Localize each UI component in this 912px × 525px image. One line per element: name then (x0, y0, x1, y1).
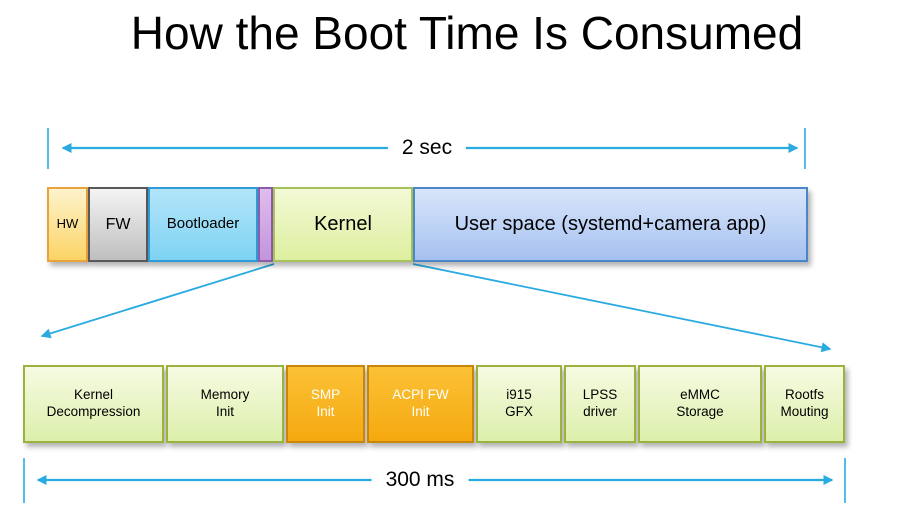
segment-acpi-fw-init: ACPI FW Init (367, 365, 474, 443)
segment-label: Kernel Decompression (46, 387, 141, 419)
segment-kernel: Kernel (273, 187, 413, 262)
boot-phases-bar: HW FW Bootloader Kernel User space (syst… (47, 187, 808, 262)
segment-label: Bootloader (166, 215, 240, 233)
segment-fw: FW (88, 187, 148, 262)
segment-label: Memory Init (200, 387, 250, 419)
segment-label: eMMC Storage (676, 387, 724, 419)
segment-label: HW (56, 216, 79, 232)
segment-label: FW (105, 215, 131, 233)
kernel-expand-left-arrow (40, 263, 275, 339)
segment-label: Rootfs Mouting (780, 387, 829, 419)
segment-lpss-driver: LPSS driver (564, 365, 636, 443)
segment-pre-kernel (258, 187, 273, 262)
segment-label: Kernel (314, 213, 372, 235)
segment-label: ACPI FW Init (392, 387, 449, 419)
segment-rootfs-mounting: Rootfs Mouting (764, 365, 845, 443)
segment-label: SMP Init (310, 387, 341, 419)
segment-label: i915 GFX (505, 387, 533, 419)
segment-kernel-decompression: Kernel Decompression (23, 365, 164, 443)
segment-bootloader: Bootloader (148, 187, 258, 262)
segment-emmc-storage: eMMC Storage (638, 365, 762, 443)
top-measure-label: 2 sec (387, 136, 467, 160)
bottom-measure-label: 300 ms (371, 468, 469, 492)
segment-smp-init: SMP Init (286, 365, 365, 443)
segment-userspace: User space (systemd+camera app) (413, 187, 808, 262)
segment-memory-init: Memory Init (166, 365, 284, 443)
segment-i915-gfx: i915 GFX (476, 365, 562, 443)
page-title: How the Boot Time Is Consumed (130, 7, 804, 59)
kernel-expand-right-arrow (412, 263, 832, 353)
segment-label: LPSS driver (582, 387, 618, 419)
segment-label: User space (systemd+camera app) (454, 213, 767, 235)
kernel-detail-bar: Kernel Decompression Memory Init SMP Ini… (23, 365, 845, 443)
segment-hw: HW (47, 187, 88, 262)
